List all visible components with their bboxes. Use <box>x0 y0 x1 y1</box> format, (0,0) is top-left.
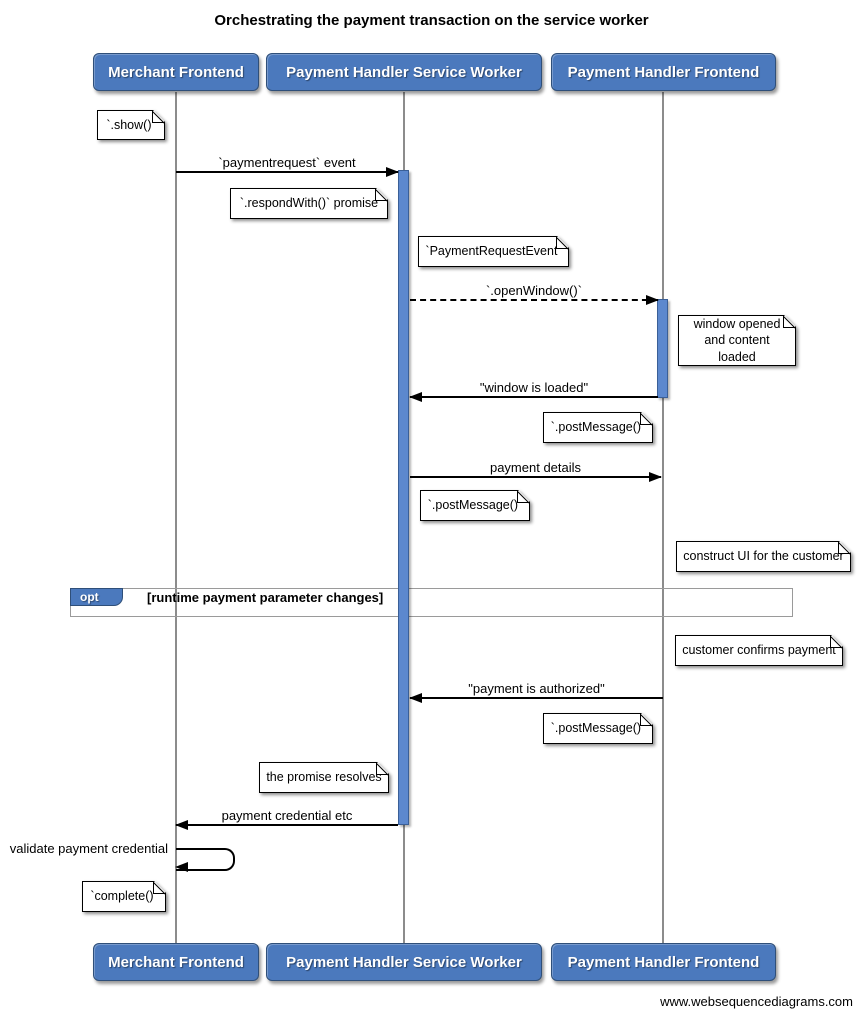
arrowhead-left-icon <box>409 693 422 703</box>
actor-payment-handler-service-worker-bottom: Payment Handler Service Worker <box>266 943 542 981</box>
diagram-title: Orchestrating the payment transaction on… <box>214 12 649 29</box>
activation-bar-payment-handler-frontend <box>657 299 668 398</box>
note-postmessage-3: `.postMessage()` <box>543 713 653 744</box>
note-body: `.postMessage()` <box>420 490 530 521</box>
message-label: `.openWindow()` <box>485 283 583 298</box>
message-label: `paymentrequest` event <box>218 155 356 170</box>
message-payment-is-authorized: "payment is authorized" <box>409 681 663 703</box>
activation-bar-service-worker <box>398 170 409 825</box>
message-label: payment details <box>489 460 582 475</box>
note-body: `.postMessage()` <box>543 412 653 443</box>
actor-payment-handler-frontend-top: Payment Handler Frontend <box>551 53 776 91</box>
opt-fragment-tab: opt <box>70 588 123 606</box>
message-openwindow: `.openWindow()` <box>410 283 659 305</box>
note-complete: `complete()` <box>82 881 166 912</box>
watermark-websequencediagrams: www.websequencediagrams.com <box>660 994 853 1009</box>
note-respondwith-promise: `.respondWith()` promise <box>230 188 388 219</box>
note-customer-confirms: customer confirms payment <box>675 635 843 666</box>
arrowhead-right-icon <box>386 167 399 177</box>
arrowhead-left-icon <box>175 862 188 872</box>
message-payment-details: payment details <box>410 460 662 482</box>
self-message-loop <box>176 848 235 871</box>
note-body: window opened and content loaded <box>678 315 796 366</box>
note-body: `.respondWith()` promise <box>230 188 388 219</box>
note-postmessage-2: `.postMessage()` <box>420 490 530 521</box>
note-show: `.show()` <box>97 110 165 140</box>
lifeline-merchant-frontend <box>175 92 177 943</box>
note-body: construct UI for the customer <box>676 541 851 572</box>
arrowhead-right-icon <box>646 295 659 305</box>
note-postmessage-1: `.postMessage()` <box>543 412 653 443</box>
arrowhead-left-icon <box>409 392 422 402</box>
arrowhead-right-icon <box>649 472 662 482</box>
actor-payment-handler-frontend-bottom: Payment Handler Frontend <box>551 943 776 981</box>
message-paymentrequest-event: `paymentrequest` event <box>176 155 399 177</box>
actor-payment-handler-service-worker-top: Payment Handler Service Worker <box>266 53 542 91</box>
note-body: the promise resolves <box>259 762 389 793</box>
actor-merchant-frontend-bottom: Merchant Frontend <box>93 943 259 981</box>
actor-merchant-frontend-top: Merchant Frontend <box>93 53 259 91</box>
self-message-label: validate payment credential <box>9 841 168 856</box>
message-label: payment credential etc <box>221 808 353 823</box>
message-payment-credential-etc: payment credential etc <box>175 808 398 830</box>
note-window-opened: window opened and content loaded <box>678 315 796 366</box>
note-paymentrequestevent: `PaymentRequestEvent` <box>418 236 569 267</box>
opt-fragment-condition: [runtime payment parameter changes] <box>147 590 384 605</box>
note-body: customer confirms payment <box>675 635 843 666</box>
note-body: `PaymentRequestEvent` <box>418 236 569 267</box>
note-construct-ui: construct UI for the customer <box>676 541 851 572</box>
note-body: `.show()` <box>97 110 165 140</box>
message-label: "window is loaded" <box>479 380 589 395</box>
lifeline-payment-handler-frontend <box>662 92 664 943</box>
note-body: `complete()` <box>82 881 166 912</box>
note-promise-resolves: the promise resolves <box>259 762 389 793</box>
arrowhead-left-icon <box>175 820 188 830</box>
note-body: `.postMessage()` <box>543 713 653 744</box>
message-label: "payment is authorized" <box>468 681 605 696</box>
message-window-is-loaded: "window is loaded" <box>409 380 658 402</box>
